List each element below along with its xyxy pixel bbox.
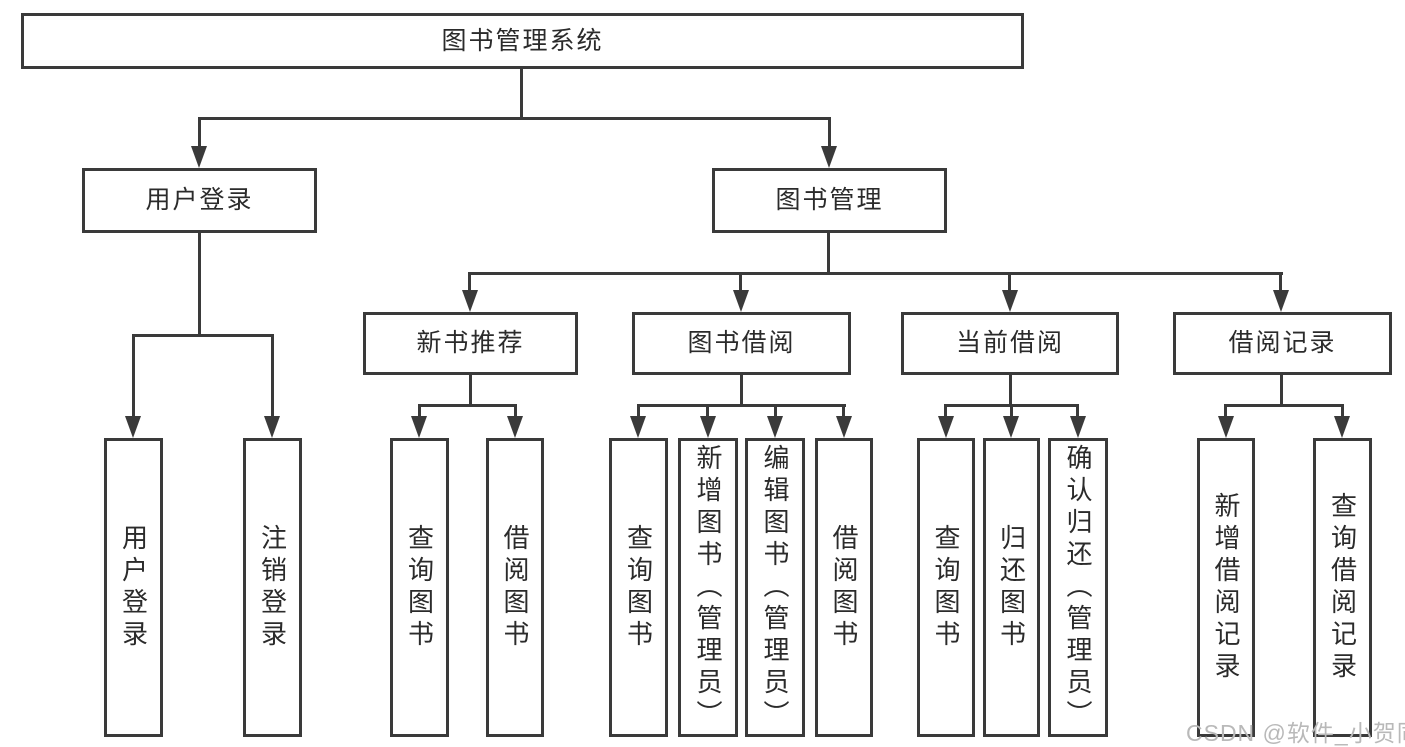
- leaf-logout: 注销登录: [243, 438, 302, 737]
- edge-line: [1341, 404, 1344, 418]
- arrowhead: [1273, 290, 1289, 312]
- node-label: 查询借阅记录: [1327, 491, 1358, 684]
- edge-line: [468, 272, 471, 292]
- arrowhead: [191, 146, 207, 168]
- node-new-book-recommend: 新书推荐: [363, 312, 578, 375]
- node-label: 归还图书: [996, 523, 1027, 652]
- edge-line: [1225, 404, 1344, 407]
- leaf-user-login: 用户登录: [104, 438, 163, 737]
- node-label: 查询图书: [404, 523, 435, 652]
- leaf-edit-books-admin: 编辑图书（管理员）: [745, 438, 805, 737]
- arrowhead: [1070, 416, 1086, 438]
- arrowhead: [821, 146, 837, 168]
- node-user-login: 用户登录: [82, 168, 317, 233]
- arrowhead: [767, 416, 783, 438]
- edge-line: [637, 404, 846, 407]
- edge-line: [1076, 404, 1079, 418]
- leaf-query-books-recommend: 查询图书: [390, 438, 449, 737]
- arrowhead: [836, 416, 852, 438]
- node-label: 借阅图书: [829, 523, 859, 652]
- edge-line: [198, 233, 201, 336]
- edge-line: [132, 334, 135, 418]
- edge-line: [739, 272, 742, 292]
- node-library-management-system: 图书管理系统: [21, 13, 1024, 69]
- edge-line: [1008, 272, 1011, 292]
- node-label: 新增图书（管理员）: [693, 443, 723, 732]
- node-label: 图书管理系统: [441, 26, 604, 55]
- edge-line: [1010, 404, 1013, 418]
- leaf-query-borrow-record: 查询借阅记录: [1313, 438, 1372, 737]
- node-label: 查询图书: [931, 523, 961, 652]
- leaf-confirm-return-admin: 确认归还（管理员）: [1048, 438, 1108, 737]
- edge-line: [1279, 272, 1282, 292]
- node-book-management: 图书管理: [712, 168, 947, 233]
- leaf-borrow-books-recommend: 借阅图书: [486, 438, 544, 737]
- node-label: 图书借阅: [687, 329, 796, 357]
- edge-line: [1009, 375, 1012, 406]
- watermark: CSDN @软件_小贺同学: [1186, 720, 1405, 746]
- arrowhead: [1218, 416, 1234, 438]
- node-label: 查询图书: [623, 523, 654, 652]
- leaf-query-books-borrowing: 查询图书: [609, 438, 668, 737]
- edge-line: [1224, 404, 1227, 418]
- leaf-add-borrow-record: 新增借阅记录: [1197, 438, 1255, 737]
- arrowhead: [507, 416, 523, 438]
- node-label: 当前借阅: [955, 329, 1064, 357]
- arrowhead: [1334, 416, 1350, 438]
- edge-line: [198, 117, 831, 120]
- edge-line: [469, 375, 472, 406]
- arrowhead: [411, 416, 427, 438]
- arrowhead: [700, 416, 716, 438]
- node-borrowing-records: 借阅记录: [1173, 312, 1392, 375]
- arrowhead: [1003, 416, 1019, 438]
- edge-line: [514, 404, 517, 418]
- leaf-add-books-admin: 新增图书（管理员）: [678, 438, 738, 737]
- node-book-borrowing: 图书借阅: [632, 312, 851, 375]
- edge-line: [706, 404, 709, 418]
- node-label: 确认归还（管理员）: [1063, 443, 1093, 732]
- edge-line: [944, 404, 947, 418]
- edge-line: [418, 404, 517, 407]
- edge-line: [520, 69, 523, 118]
- node-label: 图书管理: [775, 186, 884, 214]
- edge-line: [132, 334, 274, 337]
- leaf-return-books: 归还图书: [983, 438, 1040, 737]
- edge-line: [418, 404, 421, 418]
- edge-line: [740, 375, 743, 406]
- node-label: 编辑图书（管理员）: [760, 443, 790, 732]
- node-label: 用户登录: [145, 186, 254, 214]
- edge-line: [827, 233, 830, 274]
- edge-line: [842, 404, 845, 418]
- node-label: 新增借阅记录: [1211, 491, 1241, 684]
- node-current-borrowing: 当前借阅: [901, 312, 1119, 375]
- arrowhead: [264, 416, 280, 438]
- edge-line: [774, 404, 777, 418]
- arrowhead: [1002, 290, 1018, 312]
- edge-line: [198, 117, 201, 149]
- node-label: 借阅记录: [1228, 329, 1337, 357]
- arrowhead: [733, 290, 749, 312]
- arrowhead: [462, 290, 478, 312]
- leaf-query-books-current: 查询图书: [917, 438, 975, 737]
- node-label: 借阅图书: [500, 523, 530, 652]
- edge-line: [828, 117, 831, 149]
- arrowhead: [630, 416, 646, 438]
- node-label: 新书推荐: [416, 329, 525, 357]
- arrowhead: [125, 416, 141, 438]
- arrowhead: [938, 416, 954, 438]
- edge-line: [637, 404, 640, 418]
- node-label: 用户登录: [118, 523, 149, 652]
- leaf-borrow-books: 借阅图书: [815, 438, 873, 737]
- node-label: 注销登录: [257, 523, 288, 652]
- edge-line: [271, 334, 274, 418]
- edge-line: [1280, 375, 1283, 406]
- edge-line: [469, 272, 1283, 275]
